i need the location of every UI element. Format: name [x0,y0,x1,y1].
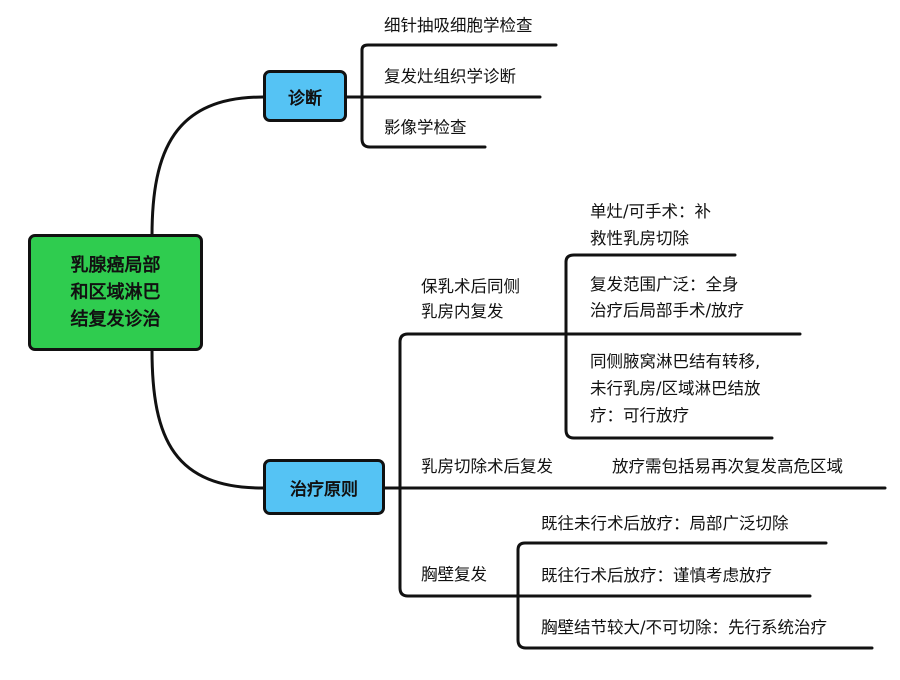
root-node[interactable]: 乳腺癌局部 和区域淋巴 结复发诊治 [28,234,203,351]
item-line: 同侧腋窝淋巴结有转移, [590,352,761,371]
chest-wall-label[interactable]: 胸壁复发 [421,565,487,584]
root-line: 乳腺癌局部 [70,255,161,276]
root-line: 结复发诊治 [70,309,161,330]
diagnosis-node[interactable]: 诊断 [263,70,347,122]
item-line: 疗：可行放疗 [590,406,689,425]
connector-root-diagnosis [150,95,265,238]
chest-wall-item[interactable]: 既往未行术后放疗：局部广泛切除 [541,514,789,533]
chest-wall-item[interactable]: 既往行术后放疗：谨慎考虑放疗 [541,566,772,585]
connector-diagnosis-bracket [345,48,487,149]
breast-conserving-item[interactable]: 复发范围广泛：全身 治疗后局部手术/放疗 [590,272,744,324]
diagnosis-label: 诊断 [288,88,322,109]
treatment-node[interactable]: 治疗原则 [263,459,385,515]
connector-root-treatment [150,348,265,490]
breast-conserving-item[interactable]: 同侧腋窝淋巴结有转移, 未行乳房/区域淋巴结放 疗：可行放疗 [590,348,761,429]
treatment-label: 治疗原则 [290,479,358,500]
diagnosis-item[interactable]: 细针抽吸细胞学检查 [384,16,533,35]
item-line: 治疗后局部手术/放疗 [590,301,745,320]
label-line: 保乳术后同侧 [421,277,520,296]
label-line: 乳房内复发 [421,302,504,321]
breast-conserving-label[interactable]: 保乳术后同侧 乳房内复发 [421,274,520,324]
diagnosis-item[interactable]: 复发灶组织学诊断 [384,67,516,86]
item-line: 复发范围广泛：全身 [590,275,739,294]
connector-breast-conserving-bracket [564,332,774,440]
diagnosis-item[interactable]: 影像学检查 [384,118,467,137]
chest-wall-item[interactable]: 胸壁结节较大/不可切除：先行系统治疗 [541,618,828,637]
root-line: 和区域淋巴 [70,282,161,303]
item-line: 单灶/可手术：补 [590,202,712,221]
item-line: 未行乳房/区域淋巴结放 [590,379,761,398]
breast-conserving-item[interactable]: 单灶/可手术：补 救性乳房切除 [590,198,711,252]
mastectomy-item[interactable]: 放疗需包括易再次复发高危区域 [612,457,843,476]
mastectomy-label[interactable]: 乳房切除术后复发 [421,457,553,476]
item-line: 救性乳房切除 [590,229,689,248]
